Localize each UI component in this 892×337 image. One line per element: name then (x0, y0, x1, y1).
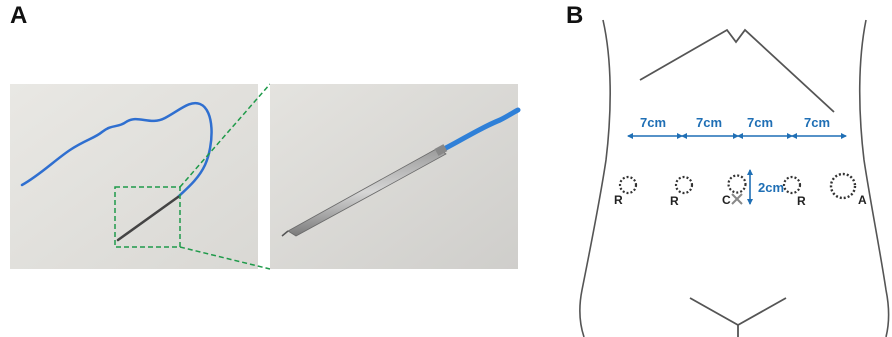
abdomen-diagram (580, 20, 889, 337)
dimension-label-3: 7cm (747, 115, 773, 130)
dimension-label-4: 7cm (804, 115, 830, 130)
body-right-outline (860, 20, 889, 337)
port-circle-4 (784, 177, 800, 193)
pelvic-line (690, 298, 786, 325)
port-label-5: A (858, 193, 867, 207)
port-circle-2 (676, 177, 692, 193)
dimension-label-offset: 2cm (758, 180, 784, 195)
body-left-outline (580, 20, 610, 337)
port-label-3: C (722, 193, 731, 207)
dimension-label-1: 7cm (640, 115, 666, 130)
port-markers (620, 174, 855, 198)
port-label-4: R (797, 194, 806, 208)
photo-needle-closeup (270, 84, 518, 269)
photo-needle-overview (10, 84, 258, 269)
port-circle-1 (620, 177, 636, 193)
port-label-2: R (670, 194, 679, 208)
port-circle-3 (729, 176, 746, 193)
port-circle-5 (831, 174, 855, 198)
umbilicus-x-mark (732, 194, 742, 204)
dimension-label-2: 7cm (696, 115, 722, 130)
rib-margin (640, 30, 834, 112)
port-label-1: R (614, 193, 623, 207)
dimension-arrows (628, 136, 846, 204)
